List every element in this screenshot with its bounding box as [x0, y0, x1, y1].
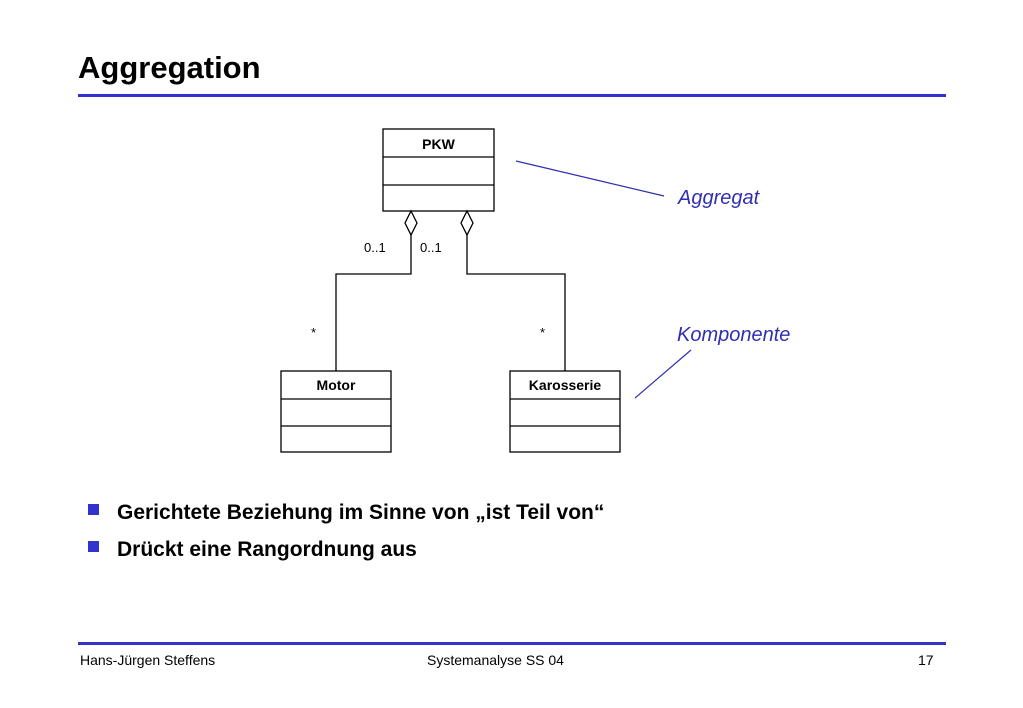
multiplicity-motor: * — [311, 325, 316, 340]
annotation-komponente: Komponente — [677, 324, 790, 346]
aggregat-leader-line — [515, 160, 665, 197]
komponente-leader-line — [634, 349, 692, 399]
association-line-motor — [335, 235, 412, 371]
class-motor: Motor — [280, 370, 392, 453]
multiplicity-pkw-left: 0..1 — [364, 240, 386, 255]
bullet-text: Gerichtete Beziehung im Sinne von „ist T… — [117, 501, 605, 524]
square-bullet-icon — [88, 504, 99, 515]
class-pkw: PKW — [382, 128, 495, 212]
footer-author: Hans-Jürgen Steffens — [80, 652, 216, 668]
square-bullet-icon — [88, 541, 99, 552]
class-karosserie-box — [509, 370, 621, 453]
multiplicity-pkw-right: 0..1 — [420, 240, 442, 255]
footer-page-number: 17 — [918, 652, 934, 668]
footer-course: Systemanalyse SS 04 — [427, 652, 564, 668]
association-line-karosserie — [466, 235, 566, 371]
class-karosserie-name: Karosserie — [529, 377, 602, 393]
class-pkw-box — [382, 128, 495, 212]
class-motor-name: Motor — [317, 377, 356, 393]
bullet-item: Drückt eine Rangordnung aus — [88, 531, 604, 568]
class-pkw-name: PKW — [422, 136, 455, 152]
title-rule — [78, 94, 946, 97]
slide-title: Aggregation — [78, 50, 261, 85]
class-karosserie: Karosserie — [509, 370, 621, 453]
annotation-aggregat: Aggregat — [677, 187, 761, 209]
aggregation-diamond-motor — [404, 209, 418, 237]
bullet-list: Gerichtete Beziehung im Sinne von „ist T… — [88, 494, 604, 568]
bullet-text: Drückt eine Rangordnung aus — [117, 538, 417, 561]
aggregation-diamond-karosserie — [460, 209, 474, 237]
bullet-item: Gerichtete Beziehung im Sinne von „ist T… — [88, 494, 604, 531]
multiplicity-karosserie: * — [540, 325, 545, 340]
footer-rule — [78, 642, 946, 645]
